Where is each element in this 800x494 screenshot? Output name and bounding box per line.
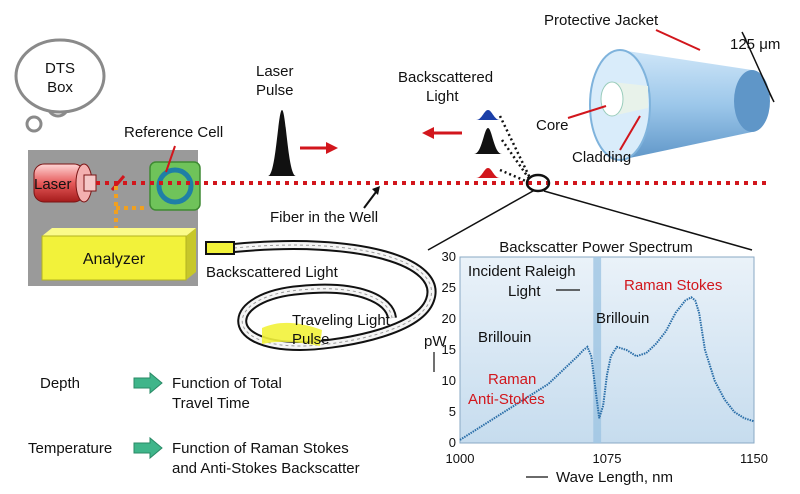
laser-label: Laser bbox=[34, 176, 72, 193]
pulse-direction-arrow bbox=[300, 142, 338, 154]
fiber-in-well-label: Fiber in the Well bbox=[270, 209, 378, 226]
incident-rayleigh-band bbox=[593, 257, 602, 443]
fiber-cross-section bbox=[589, 49, 770, 161]
analyzer: Analyzer bbox=[41, 228, 196, 281]
reference-cell-pointer bbox=[165, 145, 176, 173]
diameter-label: 125 μm bbox=[730, 36, 780, 53]
backscattered-light-label-line2: Light bbox=[426, 88, 459, 105]
core-pointer bbox=[567, 105, 607, 119]
brillouin-pulse-shape bbox=[476, 110, 500, 120]
backscatter-spectrum-chart: Backscatter Power Spectrum pW Wave Lengt… bbox=[424, 239, 768, 486]
temperature-arrow-icon bbox=[133, 436, 163, 460]
spectrum-series-line bbox=[459, 296, 755, 441]
raman-pulse-shape bbox=[476, 168, 500, 178]
traveling-light-pulse-label-line1: Traveling Light bbox=[292, 312, 391, 329]
analyzer-label: Analyzer bbox=[83, 251, 146, 268]
y-tick-label: 30 bbox=[442, 249, 456, 264]
protective-jacket-pointer bbox=[655, 29, 701, 51]
fiber-zoom-marker bbox=[525, 173, 551, 193]
incident-raleigh-label-line1: Incident Raleigh bbox=[468, 263, 576, 280]
incident-raleigh-label-line2: Light bbox=[508, 283, 541, 300]
depth-label: Depth bbox=[40, 375, 80, 392]
backscatter-dotted-lines bbox=[498, 115, 532, 184]
backscattered-light-label-line1: Backscattered bbox=[398, 69, 493, 86]
x-tick-label: 1000 bbox=[446, 451, 475, 466]
fiber-in-well-arrow bbox=[363, 186, 380, 209]
raleigh-pulse-shape bbox=[474, 128, 502, 154]
laser-pulse-shape bbox=[268, 110, 296, 176]
temperature-label: Temperature bbox=[28, 440, 112, 457]
dts-box-callout: DTS Box bbox=[14, 38, 106, 133]
raman-stokes-label: Raman Stokes bbox=[624, 277, 722, 294]
cladding-pointer bbox=[619, 115, 641, 151]
y-tick-label: 20 bbox=[442, 311, 456, 326]
brillouin-left-label: Brillouin bbox=[478, 329, 531, 346]
zoom-line-right bbox=[543, 190, 753, 251]
temperature-function-line1: Function of Raman Stokes bbox=[172, 440, 349, 457]
reference-cell bbox=[149, 161, 201, 211]
brillouin-right-label: Brillouin bbox=[596, 310, 649, 327]
backscattered-light-coil-label: Backscattered Light bbox=[206, 264, 339, 281]
depth-function-line2: Travel Time bbox=[172, 395, 250, 412]
y-tick-label: 25 bbox=[442, 280, 456, 295]
core-label: Core bbox=[536, 117, 569, 134]
laser-unit: Laser bbox=[33, 163, 97, 203]
raman-anti-stokes-label-line1: Raman bbox=[488, 371, 536, 388]
chart-xlabel: Wave Length, nm bbox=[556, 469, 673, 486]
laser-pulse-label-line1: Laser bbox=[256, 63, 294, 80]
chart-ylabel: pW bbox=[424, 333, 447, 350]
y-tick-label: 15 bbox=[442, 342, 456, 357]
y-tick-label: 5 bbox=[449, 404, 456, 419]
laser-pulse-label-line2: Pulse bbox=[256, 82, 294, 99]
raman-anti-stokes-label-line2: Anti-Stokes bbox=[468, 391, 545, 408]
cladding-label: Cladding bbox=[572, 149, 631, 166]
depth-arrow-icon bbox=[133, 371, 163, 395]
reference-cell-label: Reference Cell bbox=[124, 124, 223, 141]
y-tick-label: 0 bbox=[449, 435, 456, 450]
backscatter-direction-arrow bbox=[422, 127, 462, 139]
coiled-fiber bbox=[205, 240, 437, 352]
dts-label-line2: Box bbox=[47, 79, 73, 96]
y-tick-label: 10 bbox=[442, 373, 456, 388]
traveling-light-pulse-label-line2: Pulse bbox=[292, 331, 330, 348]
internal-light-path bbox=[114, 186, 148, 240]
temperature-function-line2: and Anti-Stokes Backscatter bbox=[172, 460, 360, 477]
zoom-line-left bbox=[427, 190, 534, 251]
chart-title: Backscatter Power Spectrum bbox=[499, 239, 692, 256]
x-tick-label: 1075 bbox=[593, 451, 622, 466]
x-tick-label: 1150 bbox=[740, 451, 768, 466]
diameter-dimension bbox=[741, 31, 775, 103]
depth-function-line1: Function of Total bbox=[172, 375, 282, 392]
dts-label-line1: DTS bbox=[45, 60, 75, 77]
protective-jacket-label: Protective Jacket bbox=[544, 12, 659, 29]
